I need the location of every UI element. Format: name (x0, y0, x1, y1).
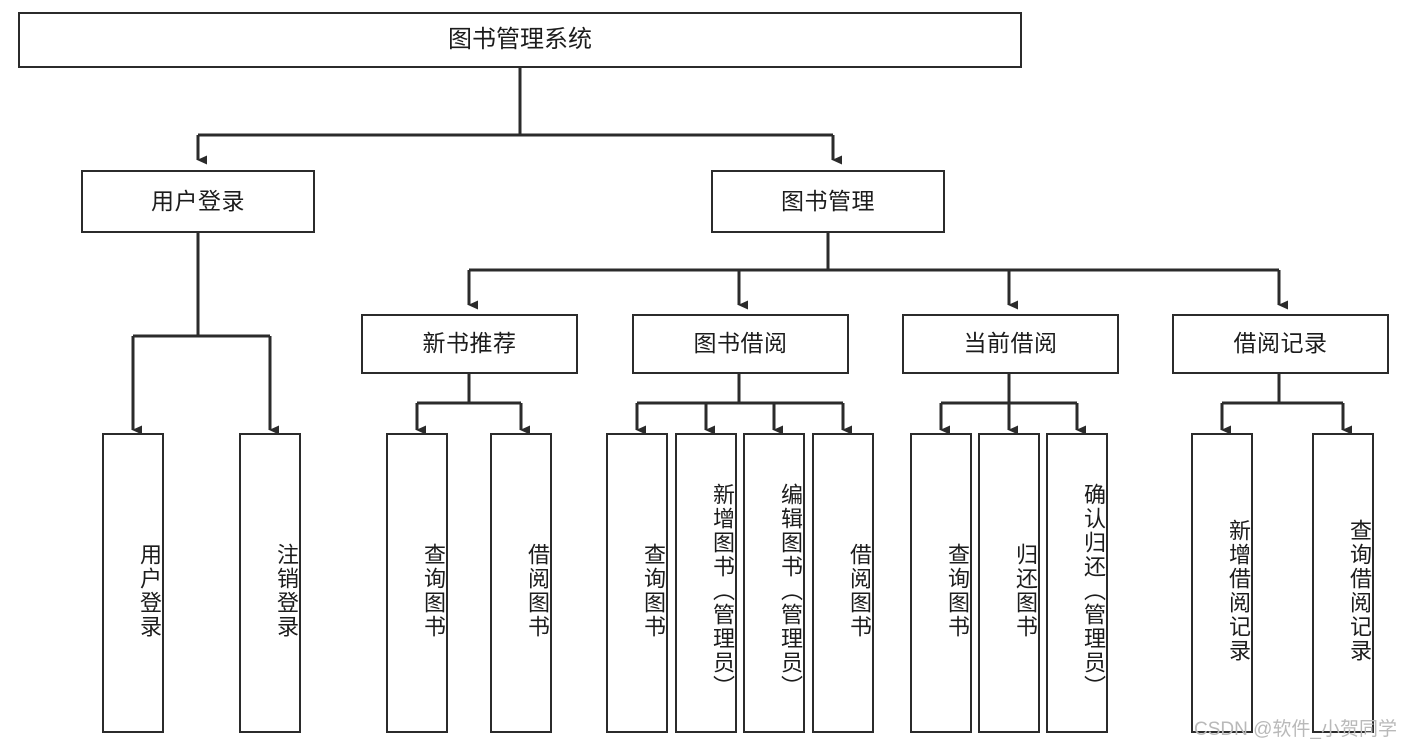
node-leaf-query-record[interactable]: 查询借阅记录 (1312, 433, 1374, 733)
node-leaf-user-login[interactable]: 用户登录 (102, 433, 164, 733)
node-borrow-record-label: 借阅记录 (1233, 330, 1328, 357)
node-new-book-recommend[interactable]: 新书推荐 (361, 314, 578, 374)
node-borrow-record[interactable]: 借阅记录 (1172, 314, 1389, 374)
node-leaf-confirm-return[interactable]: 确认归还（管理员） (1046, 433, 1108, 733)
node-leaf-add-book[interactable]: 新增图书（管理员） (675, 433, 737, 733)
node-leaf-return-book-label: 归还图书 (1013, 543, 1038, 639)
node-root-system[interactable]: 图书管理系统 (18, 12, 1022, 68)
node-leaf-return-book[interactable]: 归还图书 (978, 433, 1040, 733)
watermark-text: CSDN @软件_小贺同学 (1194, 719, 1397, 740)
node-leaf-logout-login-label: 注销登录 (274, 543, 299, 639)
node-current-borrow[interactable]: 当前借阅 (902, 314, 1119, 374)
node-leaf-query-book-1-label: 查询图书 (421, 543, 446, 639)
node-leaf-query-book-3[interactable]: 查询图书 (910, 433, 972, 733)
node-leaf-query-record-label: 查询借阅记录 (1347, 519, 1372, 663)
node-new-book-recommend-label: 新书推荐 (422, 330, 517, 357)
node-leaf-borrow-book-2[interactable]: 借阅图书 (812, 433, 874, 733)
node-leaf-query-book-2[interactable]: 查询图书 (606, 433, 668, 733)
node-leaf-borrow-book-1[interactable]: 借阅图书 (490, 433, 552, 733)
node-leaf-borrow-book-2-label: 借阅图书 (847, 543, 872, 639)
node-book-manage[interactable]: 图书管理 (711, 170, 945, 233)
node-current-borrow-label: 当前借阅 (963, 330, 1058, 357)
node-book-manage-label: 图书管理 (781, 187, 875, 214)
node-leaf-query-book-1[interactable]: 查询图书 (386, 433, 448, 733)
node-leaf-edit-book-label: 编辑图书（管理员） (778, 483, 803, 699)
node-leaf-edit-book[interactable]: 编辑图书（管理员） (743, 433, 805, 733)
node-root-system-label: 图书管理系统 (448, 25, 592, 53)
node-leaf-query-book-3-label: 查询图书 (945, 543, 970, 639)
node-book-borrow[interactable]: 图书借阅 (632, 314, 849, 374)
node-leaf-borrow-book-1-label: 借阅图书 (525, 543, 550, 639)
node-leaf-user-login-label: 用户登录 (137, 543, 162, 639)
node-book-borrow-label: 图书借阅 (693, 330, 788, 357)
node-leaf-confirm-return-label: 确认归还（管理员） (1081, 483, 1106, 699)
node-user-login-label: 用户登录 (151, 187, 245, 214)
node-user-login[interactable]: 用户登录 (81, 170, 315, 233)
node-leaf-query-book-2-label: 查询图书 (641, 543, 666, 639)
node-leaf-logout-login[interactable]: 注销登录 (239, 433, 301, 733)
node-leaf-add-record-label: 新增借阅记录 (1226, 519, 1251, 663)
node-leaf-add-record[interactable]: 新增借阅记录 (1191, 433, 1253, 733)
node-leaf-add-book-label: 新增图书（管理员） (710, 483, 735, 699)
